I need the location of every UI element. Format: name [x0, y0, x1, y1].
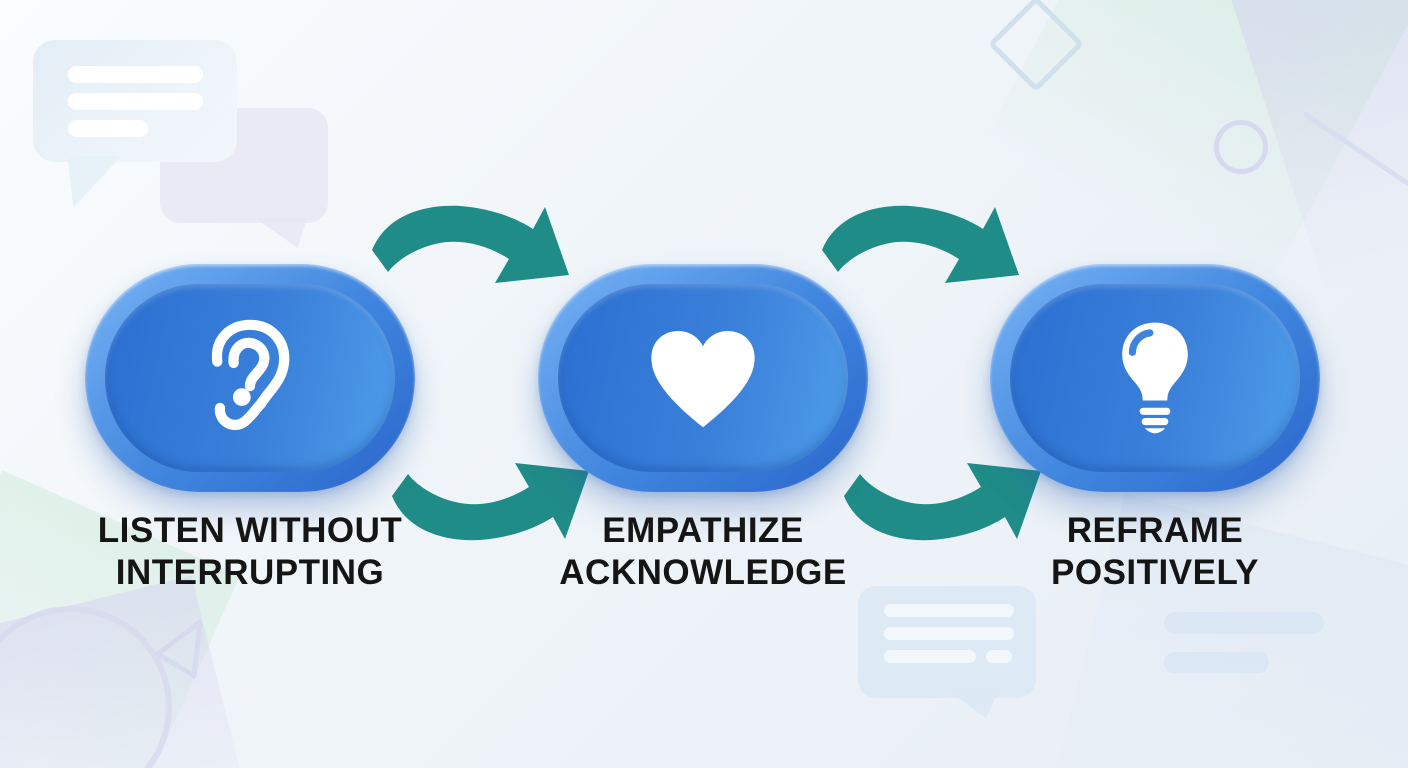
step-label-reframe: REFRAME POSITIVELY: [955, 510, 1355, 594]
chat-bubble-icon: [33, 40, 237, 208]
curved-arrow-top-1: [368, 202, 573, 286]
text-bar: [1164, 612, 1324, 634]
step-pill-empathize: [538, 264, 868, 492]
step-label-line: REFRAME: [1066, 511, 1244, 550]
circle-outline-icon: [0, 606, 172, 768]
step-pill-reframe: [990, 264, 1320, 492]
step-label-line: POSITIVELY: [1051, 553, 1259, 592]
curved-arrow-top-2: [818, 202, 1023, 286]
step-label-line: ACKNOWLEDGE: [559, 553, 847, 592]
step-label-line: EMPATHIZE: [602, 511, 804, 550]
circle-outline-icon: [1214, 120, 1268, 174]
step-label-line: INTERRUPTING: [115, 553, 385, 592]
step-label-empathize: EMPATHIZE ACKNOWLEDGE: [503, 510, 903, 594]
step-label-listen: LISTEN WITHOUT INTERRUPTING: [50, 510, 450, 594]
step-label-line: LISTEN WITHOUT: [97, 511, 403, 550]
ear-icon: [212, 319, 290, 430]
chat-bubble-icon: [858, 586, 1036, 718]
curved-arrow-bottom-2: [840, 460, 1045, 544]
heart-icon: [651, 331, 755, 428]
curved-arrow-bottom-1: [388, 460, 593, 544]
step-pill-listen: [85, 264, 415, 492]
triangle-outline-icon: [155, 619, 203, 679]
lightbulb-icon: [1122, 322, 1188, 434]
text-bar: [1164, 652, 1269, 673]
